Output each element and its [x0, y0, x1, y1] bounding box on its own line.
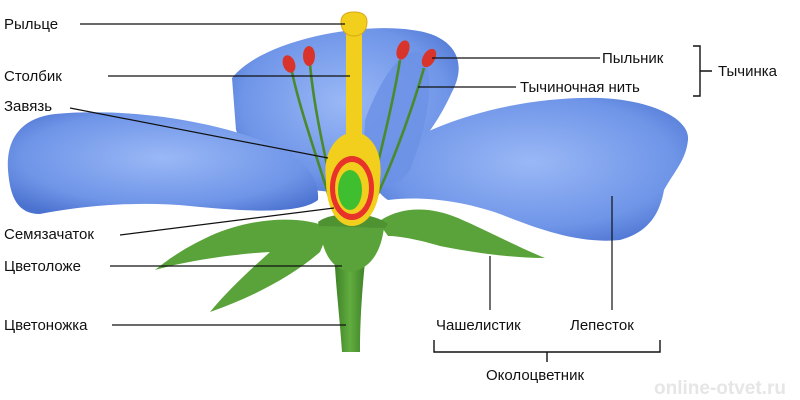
ovule-shape	[338, 170, 362, 210]
anther-shape	[282, 55, 296, 73]
anther-shape	[421, 48, 437, 68]
petal-front-right	[362, 51, 430, 188]
sepal-left	[155, 219, 330, 312]
anther-shape	[396, 40, 410, 60]
label-ovary: Завязь	[4, 98, 52, 115]
sepal-right	[378, 209, 545, 258]
pedicel-stem	[334, 250, 366, 352]
stamen-bracket	[693, 45, 712, 97]
label-stamen: Тычинка	[718, 63, 778, 80]
label-perianth: Околоцветник	[486, 367, 584, 384]
receptacle-shape	[320, 226, 384, 272]
label-pedicel: Цветоножка	[4, 317, 88, 334]
label-petal: Лепесток	[570, 317, 634, 334]
pistil	[325, 11, 381, 226]
label-stigma: Рыльце	[4, 16, 58, 33]
label-ovule: Семязачаток	[4, 226, 94, 243]
watermark: online-otvet.ru	[654, 378, 786, 399]
petal-right	[373, 97, 689, 241]
perianth-bracket	[433, 340, 661, 362]
label-filament: Тычиночная нить	[520, 79, 640, 96]
petal-left	[7, 112, 319, 214]
label-receptacle: Цветоложе	[4, 258, 81, 275]
label-anther: Пыльник	[602, 50, 664, 67]
label-sepal: Чашелистик	[436, 317, 521, 334]
leader-lines	[69, 23, 613, 326]
label-style: Столбик	[4, 68, 62, 85]
anther-shape	[303, 46, 315, 66]
